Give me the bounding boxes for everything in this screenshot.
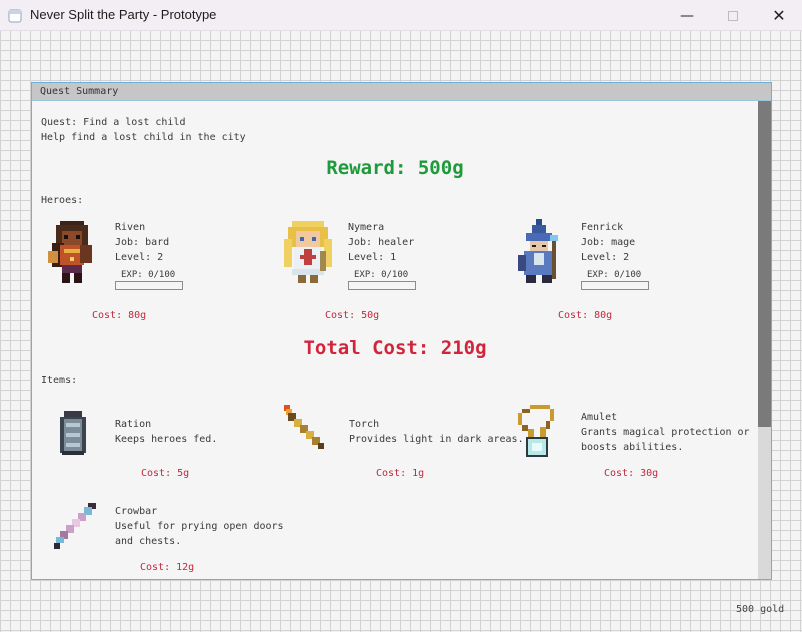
quest-title: Quest: Find a lost child [41, 117, 186, 128]
app-icon [8, 9, 22, 23]
item-cost: Cost: 5g [141, 468, 190, 479]
amulet-icon [518, 405, 554, 457]
items-label: Items: [41, 375, 78, 386]
hero-name: Fenrick [581, 222, 624, 233]
exp-progress-bar [115, 281, 183, 290]
hero-name: Riven [115, 222, 146, 233]
item-description: Provides light in dark areas. [349, 434, 524, 445]
gold-counter: 500 gold [736, 604, 785, 615]
item-description-cont: boosts abilities. [581, 442, 684, 453]
minimize-button[interactable]: — [664, 0, 710, 31]
hero-cost: Cost: 80g [92, 310, 147, 321]
hero-cost: Cost: 50g [325, 310, 380, 321]
crowbar-icon [54, 503, 96, 549]
close-button[interactable]: ✕ [756, 0, 802, 31]
maximize-button[interactable] [710, 0, 756, 31]
total-cost: Total Cost: 210g [303, 337, 487, 359]
item-name: Crowbar [115, 506, 158, 517]
hero-exp-label: EXP: 0/100 [354, 270, 409, 280]
exp-progress-bar [348, 281, 416, 290]
item-cost: Cost: 1g [376, 468, 425, 479]
hero-level: Level: 2 [115, 252, 164, 263]
window-title: Never Split the Party - Prototype [30, 7, 217, 22]
exp-progress-bar [581, 281, 649, 290]
item-description: Keeps heroes fed. [115, 434, 218, 445]
hero-level: Level: 2 [581, 252, 630, 263]
panel-content: Quest: Find a lost child Help find a los… [32, 101, 758, 579]
ration-icon [60, 411, 86, 455]
heroes-label: Heroes: [41, 195, 84, 206]
panel-header[interactable]: Quest Summary [32, 83, 771, 101]
close-icon: ✕ [772, 6, 786, 25]
item-name: Ration [115, 419, 152, 430]
item-name: Amulet [581, 412, 618, 423]
window-titlebar: Never Split the Party - Prototype — ✕ [0, 0, 802, 31]
hero-job: Job: mage [581, 237, 636, 248]
hero-level: Level: 1 [348, 252, 397, 263]
mage-sprite-icon [518, 219, 558, 283]
hero-job: Job: bard [115, 237, 170, 248]
vertical-scrollbar[interactable] [758, 101, 771, 579]
scrollbar-thumb[interactable] [758, 101, 771, 427]
quest-description: Help find a lost child in the city [41, 132, 246, 143]
healer-sprite-icon [284, 221, 332, 283]
minimize-icon: — [680, 7, 694, 24]
item-name: Torch [349, 419, 380, 430]
item-description: Grants magical protection or [581, 427, 750, 438]
torch-icon [284, 405, 324, 449]
item-description-cont: and chests. [115, 536, 182, 547]
maximize-icon [728, 10, 738, 21]
hero-exp-label: EXP: 0/100 [587, 270, 642, 280]
bard-sprite-icon [48, 221, 92, 283]
hero-job: Job: healer [348, 237, 415, 248]
hero-name: Nymera [348, 222, 385, 233]
quest-summary-panel: Quest Summary Quest: Find a lost child H… [31, 82, 772, 580]
hero-cost: Cost: 80g [558, 310, 613, 321]
item-cost: Cost: 30g [604, 468, 659, 479]
quest-reward: Reward: 500g [326, 157, 464, 179]
hero-exp-label: EXP: 0/100 [121, 270, 176, 280]
item-cost: Cost: 12g [140, 562, 195, 573]
item-description: Useful for prying open doors [115, 521, 284, 532]
